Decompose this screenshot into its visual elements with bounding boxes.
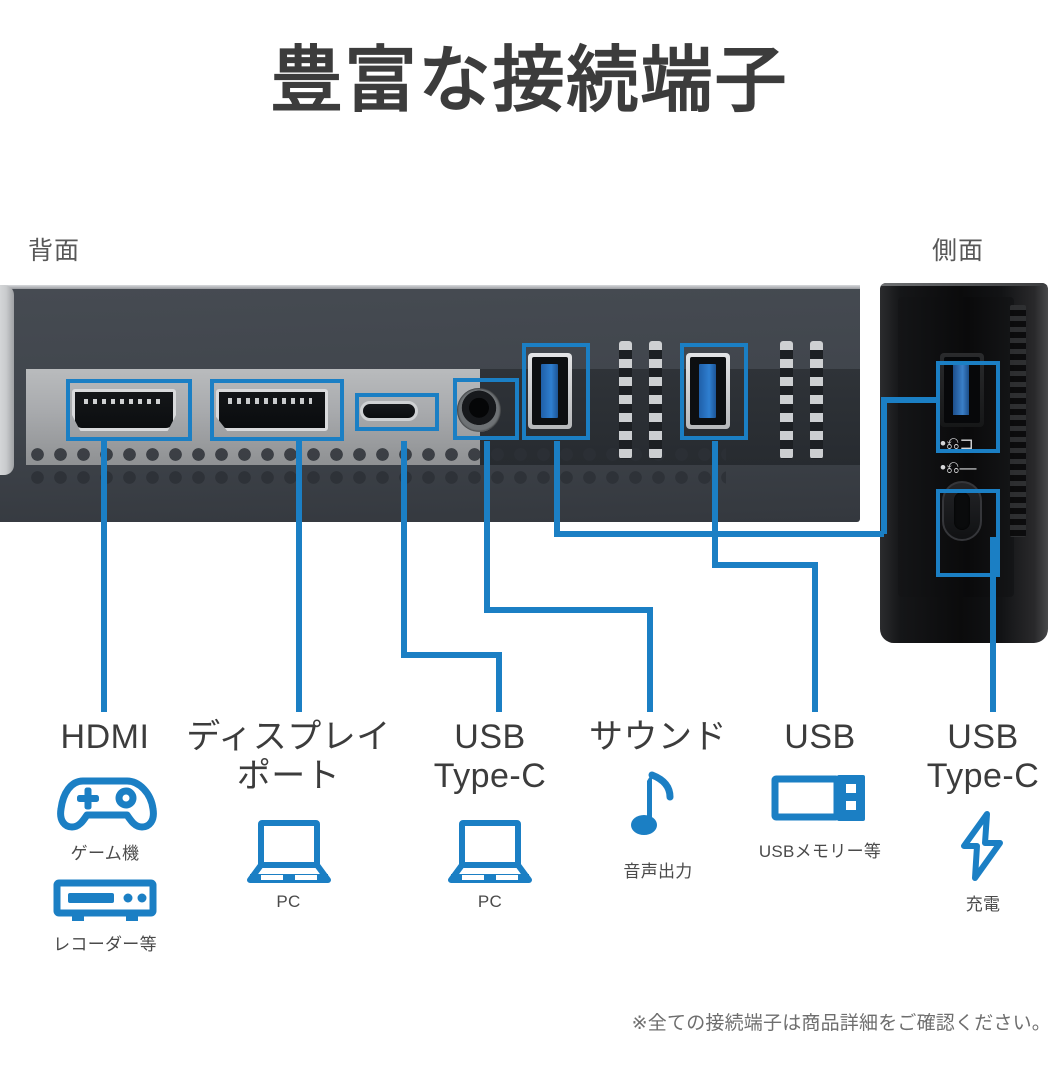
usb-stick-icon (732, 771, 908, 825)
legend-caption-gamepad: ゲーム機 (70, 843, 140, 863)
usb-a-port-1 (528, 353, 572, 429)
music-note-icon (578, 767, 738, 847)
legend-title-sound: サウンド (589, 718, 727, 756)
hdmi-port (72, 389, 176, 431)
rear-top-bevel (0, 285, 860, 289)
highlight-box-usb-c (355, 393, 439, 431)
side-top-bevel (880, 283, 1048, 286)
legend-caption-recorder: レコーダー等 (53, 934, 157, 954)
side-view-label: 側面 (932, 237, 985, 265)
legend-title-usb-type-c-rear: USB Type-C (433, 718, 547, 795)
usb-trident-symbol: •⎌— (940, 458, 977, 477)
usb-trident-symbol: •⎌⊐ (940, 434, 974, 453)
legend-item-displayport: ディスプレイ ポート PC (186, 718, 391, 912)
gamepad-icon (10, 769, 200, 835)
rear-panel-photo (0, 285, 860, 522)
laptop-icon (186, 818, 391, 888)
legend-item-usb-type-c-side: USB Type-C 充電 (908, 718, 1058, 915)
legend-caption-audio-out: 音声出力 (623, 861, 693, 881)
vent-fin (619, 341, 632, 459)
highlight-box-usb-a-1 (522, 343, 590, 440)
side-vent-grille (1010, 305, 1026, 537)
usb-a-port-side (940, 353, 984, 427)
legend-item-usb: USB USBメモリー等 (732, 718, 908, 862)
stand-edge (0, 285, 14, 475)
legend-title-usb-type-c-side: USB Type-C (926, 718, 1040, 795)
rear-view-label: 背面 (28, 237, 81, 265)
legend-title-displayport: ディスプレイ ポート (186, 718, 391, 795)
highlight-box-usb-a-2 (680, 343, 748, 440)
usb-a-port-2 (686, 353, 730, 429)
legend-caption-usb-memory: USBメモリー等 (758, 841, 882, 861)
legend-caption-charging: 充電 (965, 894, 1001, 914)
legend-item-usb-type-c-rear: USB Type-C PC (392, 718, 588, 912)
highlight-box-audio (453, 378, 519, 440)
page-title: 豊富な接続端子 (270, 41, 789, 121)
displayport-port (216, 389, 328, 431)
usb-type-c-port (360, 401, 418, 421)
legend-caption-pc-usbc: PC (477, 891, 503, 911)
legend-caption-pc-dp: PC (276, 891, 301, 911)
vent-fin (810, 341, 823, 459)
lightning-bolt-icon (908, 810, 1058, 882)
highlight-box-usb-c-side (936, 489, 1000, 577)
legend-row: HDMI ゲーム機 レコーダ (0, 718, 1059, 978)
audio-jack-port (457, 388, 501, 432)
vent-fin (780, 341, 793, 459)
legend-item-hdmi: HDMI ゲーム機 レコーダ (10, 718, 200, 955)
laptop-icon (392, 818, 588, 888)
legend-title-usb: USB (784, 718, 856, 756)
monitor-photo-area: •⎌⊐ •⎌— (0, 283, 1059, 685)
footnote-text: ※全ての接続端子は商品詳細をご確認ください。 (631, 1013, 1051, 1034)
legend-item-sound: サウンド 音声出力 (578, 718, 738, 882)
highlight-box-hdmi (66, 379, 192, 441)
legend-title-hdmi: HDMI (60, 718, 150, 756)
highlight-box-usb-a-side (936, 361, 1000, 453)
vent-fin (649, 341, 662, 459)
side-panel-photo: •⎌⊐ •⎌— (880, 283, 1048, 643)
highlight-box-displayport (210, 379, 344, 441)
recorder-icon (10, 878, 200, 926)
